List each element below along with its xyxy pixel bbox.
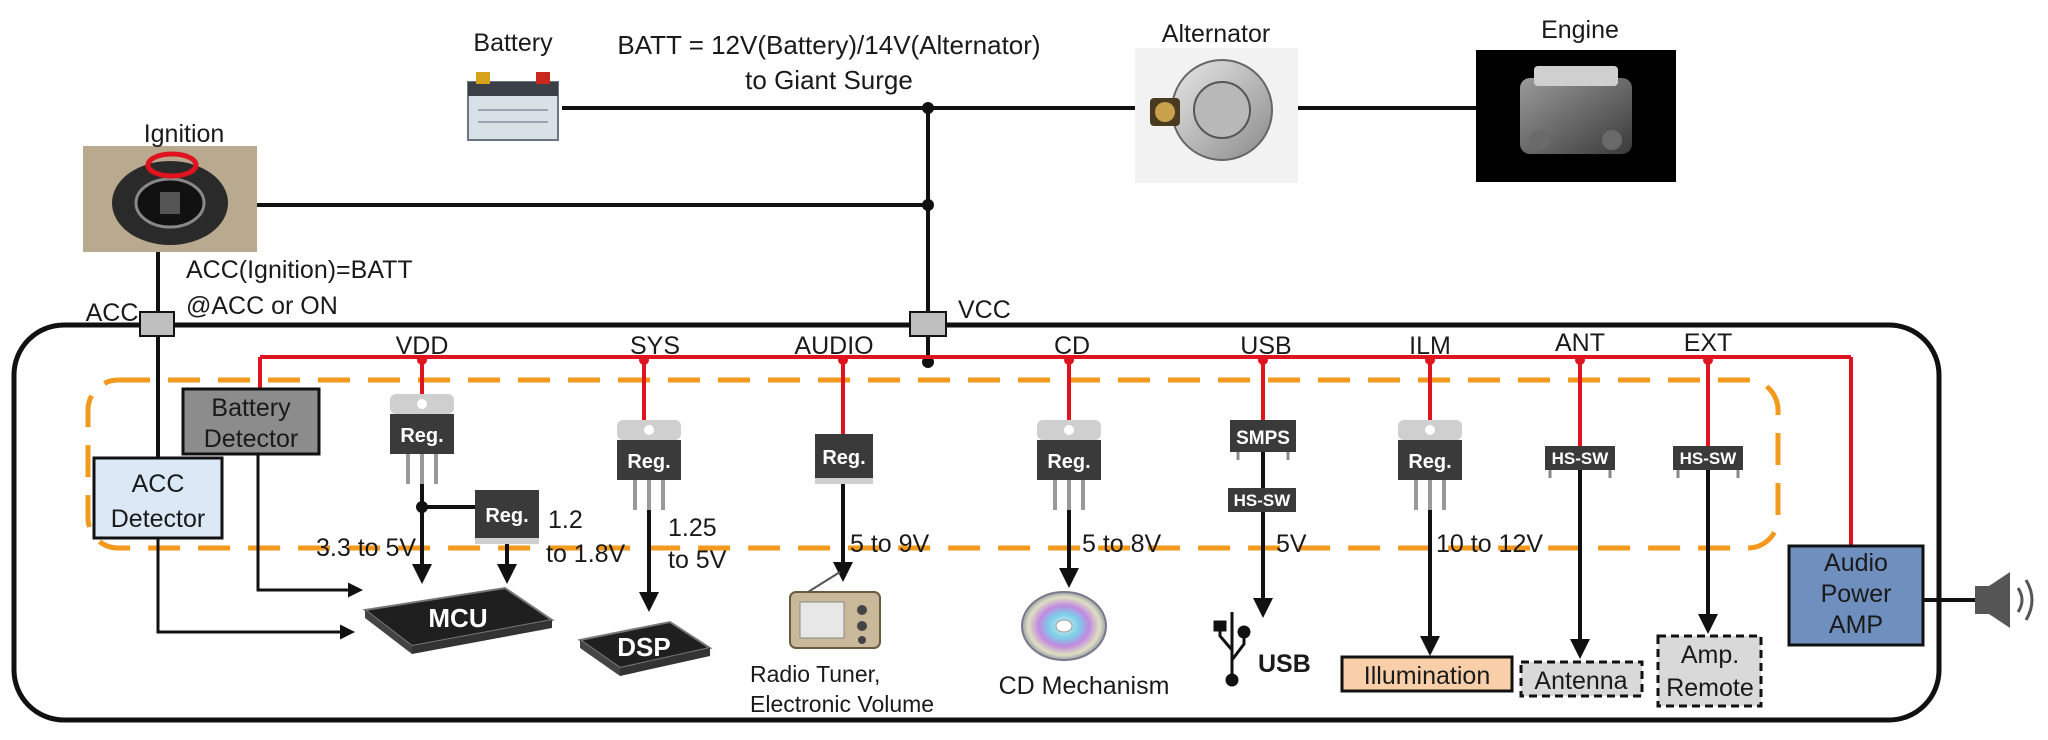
ant-hs-switch: HS-SW: [1545, 446, 1615, 478]
usb-load-label: USB: [1258, 650, 1311, 678]
battery-detector: [181, 387, 321, 456]
dsp-label: DSP: [617, 632, 670, 662]
voltage-sys-line2: to 5V: [668, 546, 727, 574]
vdd-regulator: Reg.: [390, 394, 454, 484]
usb-smps: SMPS: [1230, 420, 1296, 460]
audio-amp-label-3: AMP: [1829, 611, 1883, 639]
power-rail: [258, 355, 1853, 546]
reg-label: Reg.: [1408, 451, 1451, 473]
cd-label: CD Mechanism: [999, 672, 1170, 700]
acc-detector-label-1: ACC: [132, 470, 185, 498]
vcc-label: VCC: [958, 296, 1011, 324]
reg-label: Reg.: [400, 425, 443, 447]
hs-sw-label: HS-SW: [1552, 449, 1610, 468]
amp-remote-label-2: Remote: [1666, 674, 1754, 702]
rail-label-usb: USB: [1240, 332, 1291, 360]
top-wiring: [156, 106, 1476, 458]
hs-sw-label: HS-SW: [1680, 449, 1738, 468]
voltage-usb: 5V: [1276, 530, 1307, 558]
mcu-label: MCU: [428, 603, 487, 633]
rail-label-ext: EXT: [1684, 329, 1733, 357]
alternator-image: [1135, 48, 1298, 183]
illumination-box: [1340, 655, 1514, 693]
batt-note-line2: to Giant Surge: [745, 65, 913, 95]
reg-label: Reg.: [627, 451, 670, 473]
cd-disc-icon: [1021, 591, 1107, 661]
reg-label: Reg.: [485, 505, 528, 527]
detector-wires: [156, 454, 363, 640]
battery-detector-label-1: Battery: [211, 394, 291, 422]
voltage-vdd2-line1: 1.2: [548, 506, 583, 534]
radio-label-2: Electronic Volume: [750, 691, 934, 717]
voltage-sys-line1: 1.25: [668, 514, 717, 542]
speaker-icon: [1975, 572, 2034, 628]
acc-label: ACC: [86, 299, 139, 327]
hs-sw-label: HS-SW: [1234, 491, 1292, 510]
battery-detector-label-2: Detector: [204, 425, 298, 453]
amp-remote-label-1: Amp.: [1681, 641, 1739, 669]
battery-image: [467, 72, 559, 141]
reg-label: Reg.: [1047, 451, 1090, 473]
battery-label: Battery: [473, 29, 553, 57]
junction-dot: [922, 199, 934, 211]
audio-regulator: Reg.: [815, 434, 873, 484]
rail-label-ant: ANT: [1555, 329, 1605, 357]
vdd2-regulator: Reg.: [475, 490, 539, 544]
rail-label-audio: AUDIO: [794, 332, 873, 360]
reg-label: Reg.: [822, 447, 865, 469]
rail-taps: [417, 355, 1713, 365]
regulator-region: [85, 377, 1781, 551]
illumination-label: Illumination: [1364, 662, 1490, 690]
voltage-ilm: 10 to 12V: [1436, 530, 1543, 558]
amp-remote-box: [1656, 634, 1763, 708]
ignition-label: Ignition: [144, 120, 225, 148]
junction-dot: [416, 501, 428, 513]
module-boundary: [11, 322, 1942, 723]
batt-note-line1: BATT = 12V(Battery)/14V(Alternator): [617, 30, 1040, 60]
usb-hs-switch: HS-SW: [1228, 488, 1296, 512]
dsp-chip: DSP: [577, 620, 713, 676]
audio-amp-label-2: Power: [1821, 580, 1892, 608]
alternator-label: Alternator: [1162, 20, 1270, 48]
voltage-cd: 5 to 8V: [1082, 530, 1162, 558]
engine-label: Engine: [1541, 16, 1619, 44]
usb-icon: [1213, 612, 1251, 687]
ignition-image: [83, 146, 257, 252]
audio-power-amp: [1787, 544, 1925, 647]
smps-label: SMPS: [1236, 428, 1290, 449]
antenna-label: Antenna: [1534, 667, 1627, 695]
audio-amp-label-1: Audio: [1824, 549, 1888, 577]
radio-icon: [789, 571, 881, 649]
engine-image: [1476, 50, 1676, 182]
junction-dot: [922, 102, 934, 114]
mcu-chip: MCU: [362, 586, 555, 654]
radio-label-1: Radio Tuner,: [750, 661, 880, 687]
ext-hs-switch: HS-SW: [1673, 446, 1743, 478]
antenna-box: [1519, 660, 1644, 698]
cd-regulator: Reg.: [1037, 420, 1101, 510]
rail-label-cd: CD: [1054, 332, 1090, 360]
vcc-connector: [909, 311, 947, 337]
rail-label-sys: SYS: [630, 332, 680, 360]
voltage-vdd: 3.3 to 5V: [316, 534, 416, 562]
acc-detector-label-2: Detector: [111, 505, 205, 533]
sys-regulator: Reg.: [617, 420, 681, 510]
acc-note-line1: ACC(Ignition)=BATT: [186, 256, 413, 284]
ilm-regulator: Reg.: [1398, 420, 1462, 510]
rail-label-vdd: VDD: [396, 332, 449, 360]
voltage-vdd2-line2: to 1.8V: [546, 540, 626, 568]
voltage-audio: 5 to 9V: [850, 530, 930, 558]
acc-connector: [139, 311, 175, 337]
rail-label-ilm: ILM: [1409, 332, 1451, 360]
acc-note-line2: @ACC or ON: [186, 292, 338, 320]
acc-detector: [92, 456, 224, 540]
